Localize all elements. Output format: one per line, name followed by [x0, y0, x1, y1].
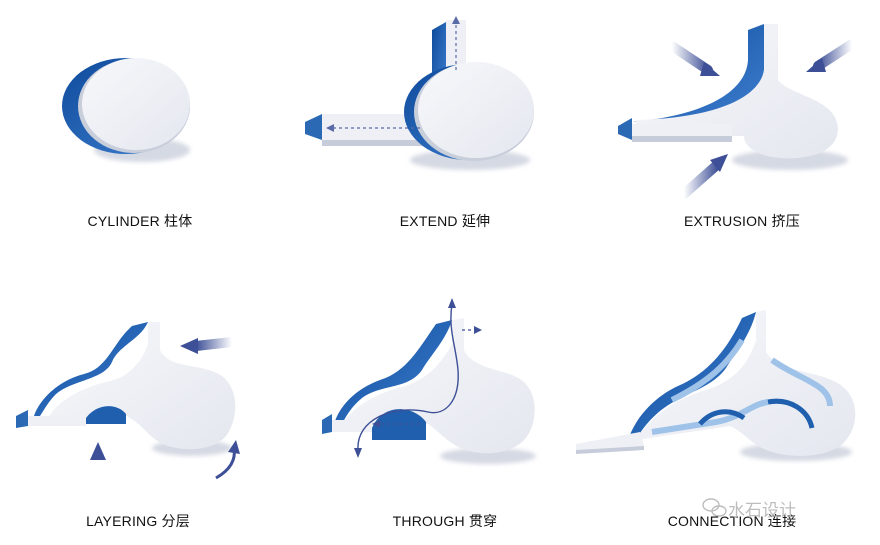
step-label-connection: CONNECTION 连接	[667, 513, 797, 529]
through-diagram	[322, 298, 536, 464]
step-label-through: THROUGH 贯穿	[392, 513, 498, 529]
connection-diagram	[576, 310, 856, 461]
extend-diagram	[305, 16, 534, 170]
step-label-extrusion: EXTRUSION 挤压	[684, 213, 800, 229]
step-label-extend: EXTEND 延伸	[399, 213, 491, 229]
extrusion-diagram	[618, 24, 857, 199]
watermark: 水石设计	[728, 501, 796, 521]
wechat-icon	[702, 498, 727, 517]
step-label-layering: LAYERING 分层	[86, 513, 190, 529]
step-label-cylinder: CYLINDER 柱体	[87, 213, 193, 229]
layering-diagram	[16, 322, 240, 491]
cylinder-diagram	[62, 58, 190, 162]
